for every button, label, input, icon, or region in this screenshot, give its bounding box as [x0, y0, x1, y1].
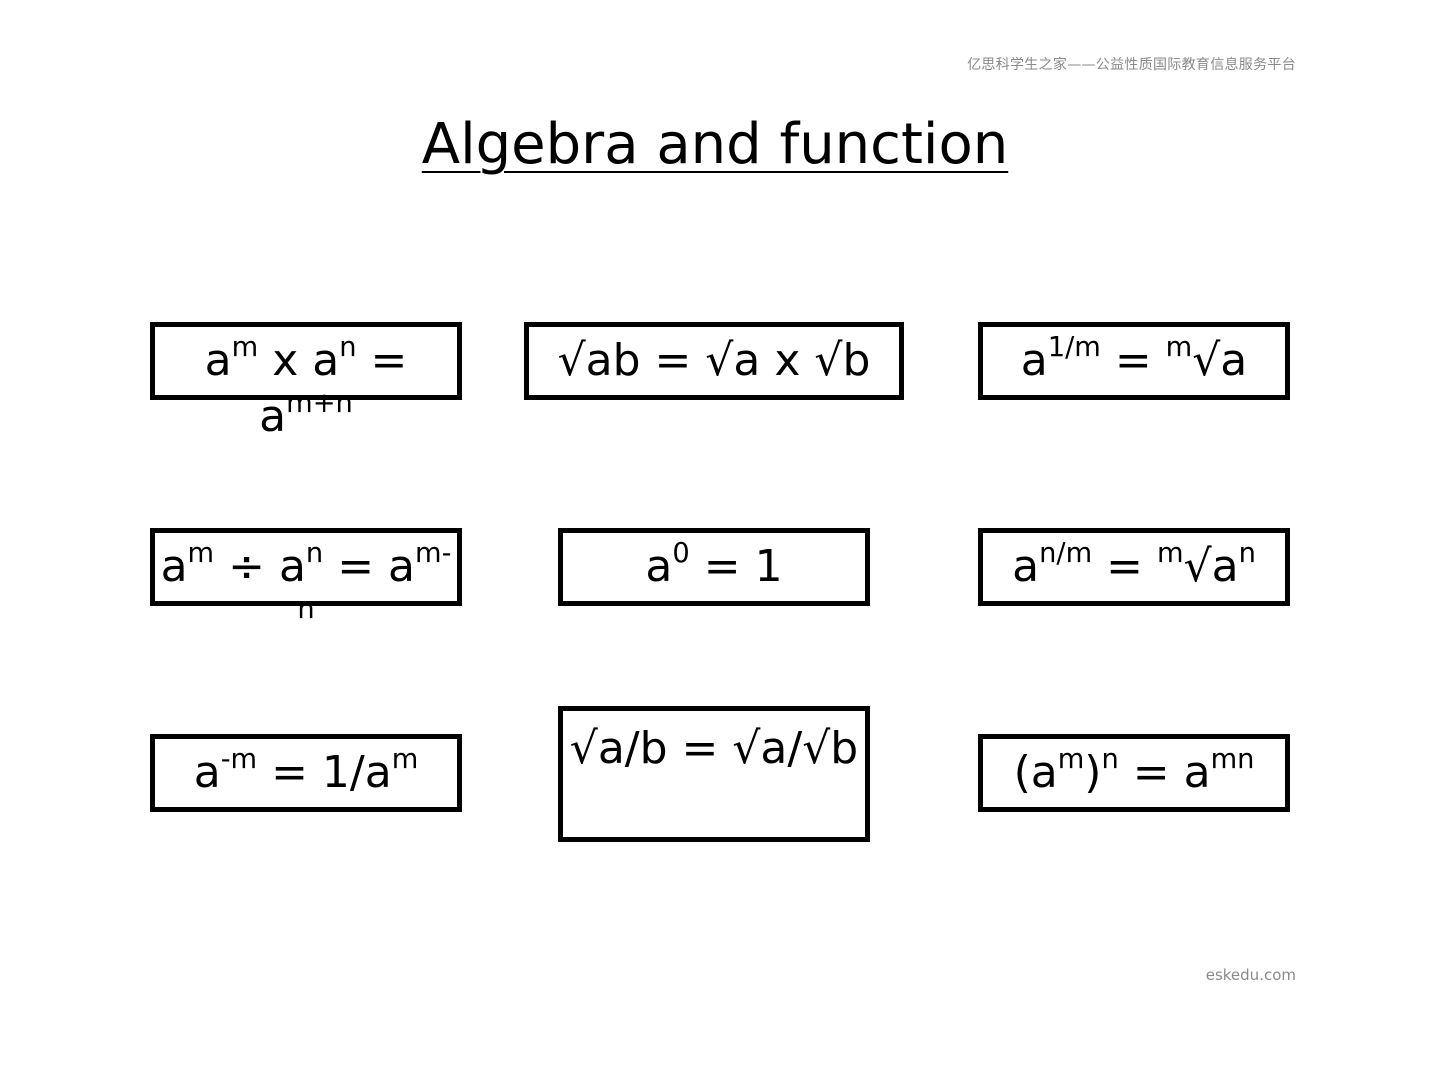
formula-exponent: 1/m — [1047, 331, 1101, 363]
formula-text: a — [1020, 335, 1048, 386]
formula-exponent: m-n — [297, 537, 452, 625]
formula-text: a — [1012, 541, 1040, 592]
formula-exponent: m — [391, 743, 419, 775]
formula-exponent: -m — [220, 743, 258, 775]
formula-text: = 1 — [689, 541, 783, 592]
formula-text: = — [1092, 541, 1157, 592]
formula-product-rule: am x an = am+n — [155, 333, 457, 445]
formula-text: = a — [1118, 747, 1211, 798]
formula-text: = 1/a — [257, 747, 392, 798]
page-title-text: Algebra and function — [421, 112, 1009, 177]
formula-card-negative-power: a-m = 1/am — [150, 734, 462, 812]
formula-exponent: m — [1057, 743, 1085, 775]
formula-card-root-product: √ab = √a x √b — [524, 322, 904, 400]
formula-root-product: √ab = √a x √b — [557, 335, 871, 386]
formula-text: √a — [1192, 335, 1248, 386]
formula-exponent: n — [305, 537, 324, 569]
formula-card-rational-power: an/m = m√an — [978, 528, 1290, 606]
formula-card-root-quotient: √a/b = √a/√b — [558, 706, 870, 842]
formula-exponent: n — [1101, 743, 1119, 775]
formula-exponent: n — [1238, 537, 1256, 569]
formula-text: a — [204, 335, 232, 386]
formula-exponent: mn — [1210, 743, 1255, 775]
formula-text: a — [160, 541, 188, 592]
formula-text: (a — [1013, 747, 1058, 798]
formula-text: √a — [1183, 541, 1239, 592]
formula-text: = a — [259, 335, 408, 442]
formula-card-power-of-power: (am)n = amn — [978, 734, 1290, 812]
formula-negative-power: a-m = 1/am — [155, 745, 457, 801]
formula-text: ÷ a — [214, 541, 306, 592]
formula-text: a — [645, 541, 673, 592]
formula-card-fractional-power: a1/m = m√a — [978, 322, 1290, 400]
formula-zero-power: a0 = 1 — [563, 539, 865, 595]
formula-exponent: 0 — [672, 537, 690, 569]
formula-card-zero-power: a0 = 1 — [558, 528, 870, 606]
footer-site-url: eskedu.com — [1205, 966, 1296, 984]
formula-quotient-rule: am ÷ an = am-n — [155, 539, 457, 651]
formula-card-product-rule: am x an = am+n — [150, 322, 462, 442]
formula-exponent: n — [339, 331, 357, 363]
formula-exponent: m — [231, 331, 259, 363]
page-title: Algebra and function — [0, 112, 1430, 177]
formula-power-of-power: (am)n = amn — [983, 745, 1285, 801]
formula-exponent: n/m — [1039, 537, 1093, 569]
header-site-text: 亿思科学生之家——公益性质国际教育信息服务平台 — [967, 57, 1296, 73]
formula-fractional-power: a1/m = m√a — [983, 333, 1285, 389]
formula-text: = — [1100, 335, 1166, 386]
formula-exponent: m+n — [286, 387, 353, 419]
formula-exponent: m — [187, 537, 215, 569]
formula-root-index: m — [1165, 331, 1193, 363]
formula-text: = a — [323, 541, 416, 592]
formula-card-quotient-rule: am ÷ an = am-n — [150, 528, 462, 623]
formula-root-index: m — [1157, 537, 1184, 569]
formula-text: ) — [1084, 747, 1102, 798]
formula-text: x a — [258, 335, 340, 386]
formula-text: a — [193, 747, 221, 798]
formula-rational-power: an/m = m√an — [983, 539, 1285, 595]
formula-root-quotient: √a/b = √a/√b — [569, 723, 859, 774]
